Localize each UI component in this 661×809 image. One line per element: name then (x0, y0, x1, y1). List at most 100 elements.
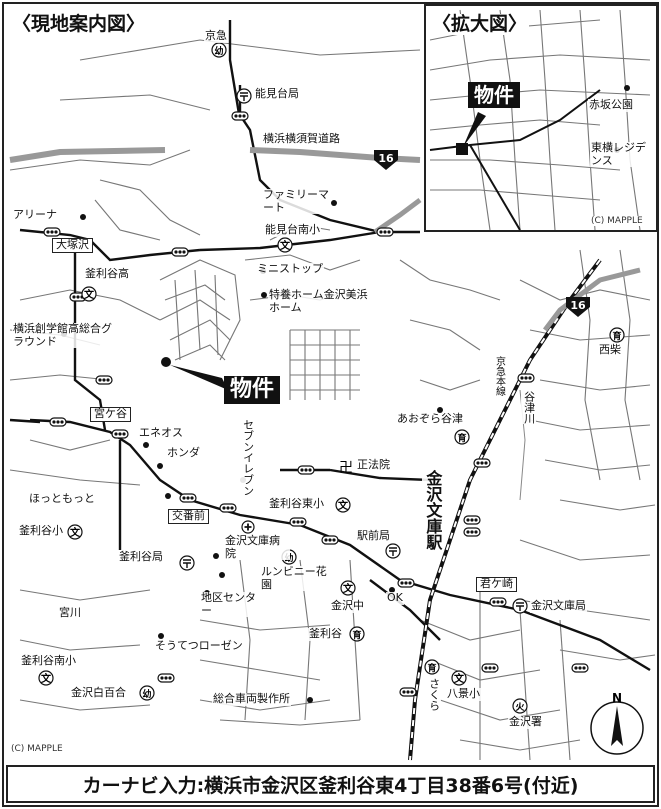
svg-text:文: 文 (454, 672, 465, 685)
label-ekimae-post: 駅前局 (356, 529, 391, 543)
main-map-title: 〈現地案内図〉 (10, 13, 148, 35)
label-kamariya-elem: 釜利谷小 (18, 524, 64, 538)
svg-text:文: 文 (280, 239, 291, 252)
school-icon: 文 (451, 670, 467, 686)
label-akasaka-park: 赤坂公園 (588, 98, 634, 112)
label-sakura: さくら (426, 678, 441, 711)
svg-text:文: 文 (41, 672, 52, 685)
label-kanazawa-bunko-hospital: 金沢文庫病院 (224, 534, 290, 561)
label-kanazawa-middle: 金沢中 (330, 599, 365, 613)
label-kamariya-post: 釜利谷局 (118, 550, 164, 564)
label-aozora-yatsu: あおぞら谷津 (396, 412, 464, 426)
svg-text:火: 火 (515, 702, 525, 713)
label-ok-store: OK (386, 591, 404, 605)
svg-text:幼: 幼 (142, 688, 151, 700)
route-16-road (373, 198, 641, 332)
label-honda: ホンダ (166, 446, 201, 460)
post-office-icon (179, 555, 195, 571)
school-icon: 文 (67, 524, 83, 540)
svg-text:幼: 幼 (214, 45, 223, 57)
main-copyright: (C) MAPPLE (10, 744, 64, 754)
property-marker-inset (456, 112, 486, 155)
label-kamariya-nursery: 釜利谷 (308, 627, 343, 641)
label-ministop: ミニストップ (256, 262, 324, 276)
temple-icon: 卍 (339, 460, 353, 476)
label-noukendai-minami-elem: 能見台南小 (264, 223, 321, 237)
post-office-icon (385, 543, 401, 559)
nursery-icon: 育 (454, 429, 470, 445)
car-navi-address-box: カーナビ入力:横浜市金沢区釜利谷東4丁目38番6号(付近) (6, 765, 655, 803)
inset-map-title: 〈拡大図〉 (430, 13, 530, 35)
svg-text:卍: 卍 (339, 460, 353, 476)
label-familymart: ファミリーマート (262, 188, 330, 215)
label-shohoin: 正法院 (356, 458, 391, 472)
label-arena: アリーナ (12, 208, 58, 222)
post-office-icon (512, 598, 528, 614)
label-noukendai-post: 能見台局 (254, 87, 300, 101)
north-label: N (612, 691, 622, 705)
label-sotetsu-rosen: そうてつローゼン (154, 639, 244, 653)
nursery-icon: 育 (424, 659, 440, 675)
route-16-number: 16 (570, 299, 586, 312)
school-icon: 文 (38, 670, 54, 686)
label-seven-eleven: セブンイレブン (240, 419, 255, 496)
property-marker-main (161, 357, 228, 390)
route-16-shield: 16 (566, 297, 590, 317)
nursery-icon: 育 (609, 327, 625, 343)
label-sogakukan: 横浜創学館高総合グラウンド (12, 322, 114, 349)
traffic-signals (43, 111, 589, 697)
label-hottomotto: ほっともっと (28, 492, 96, 506)
inset-map (424, 4, 658, 232)
svg-text:文: 文 (338, 499, 349, 512)
label-tokyu-residence: 東横レジデンス (590, 141, 654, 168)
svg-text:文: 文 (84, 288, 95, 301)
label-sogo-sharyo: 総合車両製作所 (212, 692, 291, 706)
label-miyagawa: 宮川 (58, 606, 82, 620)
kindergarten-icon: 幼 (139, 685, 155, 701)
post-office-icon (236, 88, 252, 104)
property-label: 物件 (224, 376, 281, 405)
route-16-shield: 16 (374, 150, 398, 170)
svg-text:育: 育 (612, 330, 621, 342)
label-yatsu-river: 谷津川 (521, 391, 536, 424)
north-arrow-icon: N (590, 691, 644, 755)
label-miyagaya: 宮ケ谷 (90, 407, 131, 422)
svg-text:育: 育 (352, 629, 361, 641)
fire-station-icon: 火 (512, 698, 528, 714)
label-kimigasaki: 君ケ崎 (476, 577, 517, 592)
keikyu-rail (408, 258, 602, 761)
expressway (9, 147, 421, 163)
label-kamariya-minami-elem: 釜利谷南小 (20, 654, 77, 668)
label-eneos: エネオス (138, 426, 184, 440)
label-hakkei-elem: 八景小 (446, 687, 481, 701)
svg-text:育: 育 (427, 662, 436, 674)
label-keikyu: 京急 (204, 29, 228, 43)
label-kamariya-higashi-elem: 釜利谷東小 (268, 497, 325, 511)
label-otsukasawa: 大塚沢 (52, 238, 93, 253)
inset-property-label: 物件 (468, 82, 520, 108)
label-expressway: 横浜横須賀道路 (262, 132, 341, 146)
svg-text:育: 育 (457, 432, 466, 444)
school-icon: 文 (340, 580, 356, 596)
label-kanazawa-shirayuri: 金沢白百合 (70, 686, 127, 700)
nursery-icon: 育 (349, 626, 365, 642)
label-kobanmae: 交番前 (168, 509, 209, 524)
label-kamariya-high: 釜利谷高 (84, 267, 130, 281)
svg-text:文: 文 (70, 526, 81, 539)
label-kanazawa-bunko-station: 金沢文庫駅 (422, 470, 443, 550)
label-kanazawa-bunko-post: 金沢文庫局 (530, 599, 587, 613)
kindergarten-icon: 幼 (211, 42, 227, 58)
hospital-icon (241, 520, 255, 534)
school-icon: 文 (81, 286, 97, 302)
label-kanazawa-fire: 金沢署 (508, 715, 543, 729)
label-lumbini-garden: ルンビニー花園 (260, 565, 332, 592)
inset-copyright: (C) MAPPLE (590, 216, 644, 226)
label-keikyu-line: 京急本線 (492, 356, 506, 396)
school-icon: 文 (277, 237, 293, 253)
car-navi-address-text: カーナビ入力:横浜市金沢区釜利谷東4丁目38番6号(付近) (82, 774, 579, 797)
school-icon: 文 (335, 497, 351, 513)
label-tokuyo-home: 特養ホーム金沢美浜ホーム (268, 288, 370, 315)
label-chiku-center: 地区センター (200, 591, 258, 618)
route-16-number: 16 (378, 152, 394, 165)
